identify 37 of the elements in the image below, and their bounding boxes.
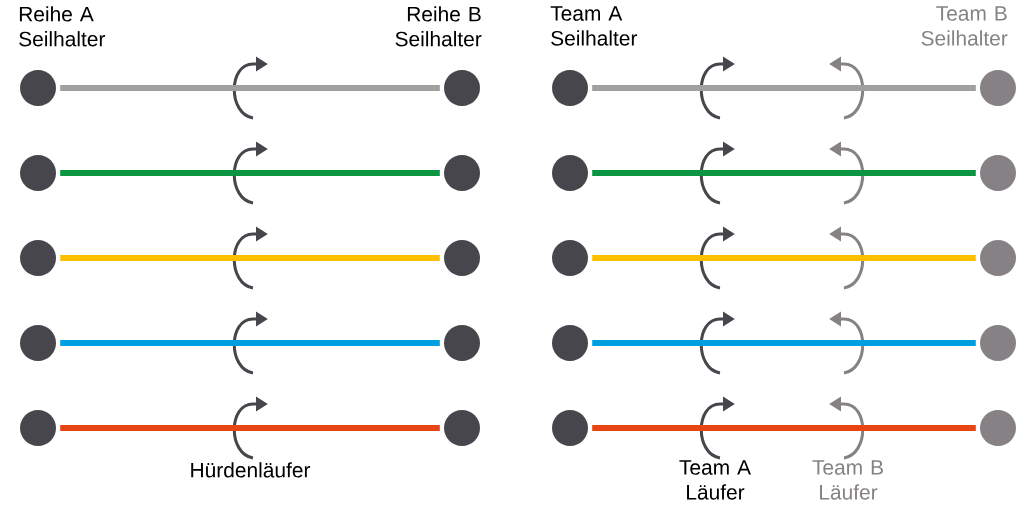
post-circle (552, 410, 588, 446)
post-circle (980, 70, 1016, 106)
post-circle (20, 240, 56, 276)
post-circle (552, 70, 588, 106)
rope-line (592, 255, 976, 261)
rope-line (60, 85, 440, 91)
post-circle (444, 155, 480, 191)
role-label: Team B Seilhalter (921, 6, 1008, 46)
post-circle (444, 240, 480, 276)
rope-line (592, 170, 976, 176)
rope-line (60, 425, 440, 431)
post-circle (444, 70, 480, 106)
rope-line (60, 255, 440, 261)
role-label: Team B Läufer (812, 460, 883, 500)
post-circle (20, 70, 56, 106)
post-circle (20, 155, 56, 191)
post-circle (552, 155, 588, 191)
post-circle (980, 410, 1016, 446)
rope-line (592, 425, 976, 431)
post-circle (552, 240, 588, 276)
rope-line (60, 340, 440, 346)
post-circle (980, 240, 1016, 276)
post-circle (444, 410, 480, 446)
role-label: Team A Läufer (679, 460, 751, 500)
post-circle (20, 325, 56, 361)
role-label: Team A Seilhalter (550, 6, 638, 46)
rope-line (60, 170, 440, 176)
post-circle (20, 410, 56, 446)
post-circle (552, 325, 588, 361)
role-label: Hürdenläufer (191, 462, 311, 478)
role-label: Reihe A Seilhalter (19, 6, 106, 47)
role-label: Reihe B Seilhalter (395, 6, 482, 47)
post-circle (980, 325, 1016, 361)
rope-line (592, 340, 976, 346)
post-circle (980, 155, 1016, 191)
rope-line (592, 85, 976, 91)
post-circle (444, 325, 480, 361)
